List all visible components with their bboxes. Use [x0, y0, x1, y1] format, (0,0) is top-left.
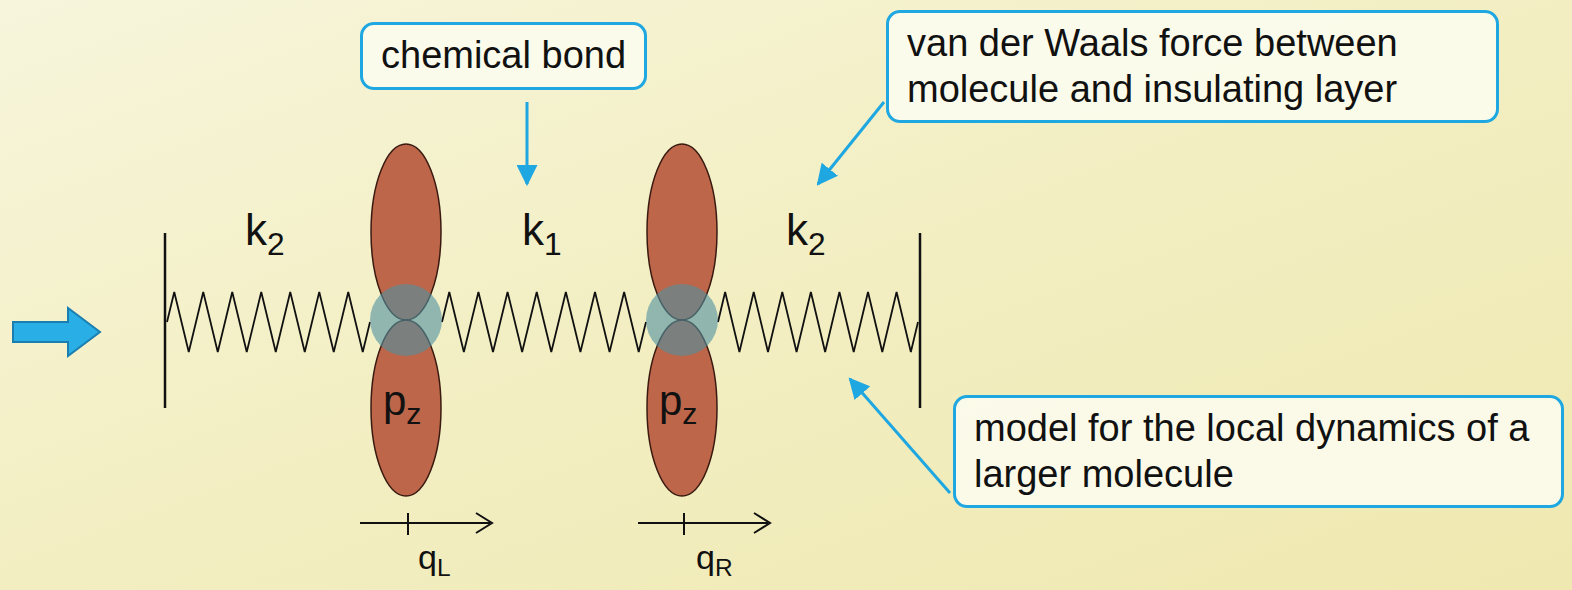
coordinate-label: qR — [696, 540, 733, 574]
springs — [167, 292, 918, 352]
wall — [164, 233, 167, 408]
leader-arrow — [526, 102, 529, 184]
callout-text: van der Waals force between molecule and… — [907, 21, 1478, 112]
callout-box: model for the local dynamics of a larger… — [953, 395, 1564, 508]
leader-arrow — [818, 102, 884, 184]
displacement-axis — [360, 513, 492, 535]
callout-box: van der Waals force between molecule and… — [886, 10, 1499, 123]
callout-text: model for the local dynamics of a larger… — [974, 406, 1543, 497]
spring-constant: k2 — [245, 208, 285, 252]
coordinate-label: qL — [418, 540, 451, 574]
spring — [167, 292, 370, 352]
callout-box: chemical bond — [360, 22, 647, 90]
spring — [442, 292, 646, 352]
orbital-label: pz — [659, 380, 697, 422]
callout-text: chemical bond — [381, 33, 626, 79]
spring — [718, 292, 918, 352]
wall — [919, 233, 922, 408]
displacement-axis — [638, 513, 770, 535]
input-arrow — [13, 308, 100, 356]
spring-constant: k1 — [522, 208, 562, 252]
pz-orbital-left — [370, 144, 442, 496]
spring-constant: k2 — [786, 208, 826, 252]
pz-orbital-right — [646, 144, 718, 496]
orbital-label: pz — [383, 380, 421, 422]
leader-arrow — [850, 379, 950, 493]
